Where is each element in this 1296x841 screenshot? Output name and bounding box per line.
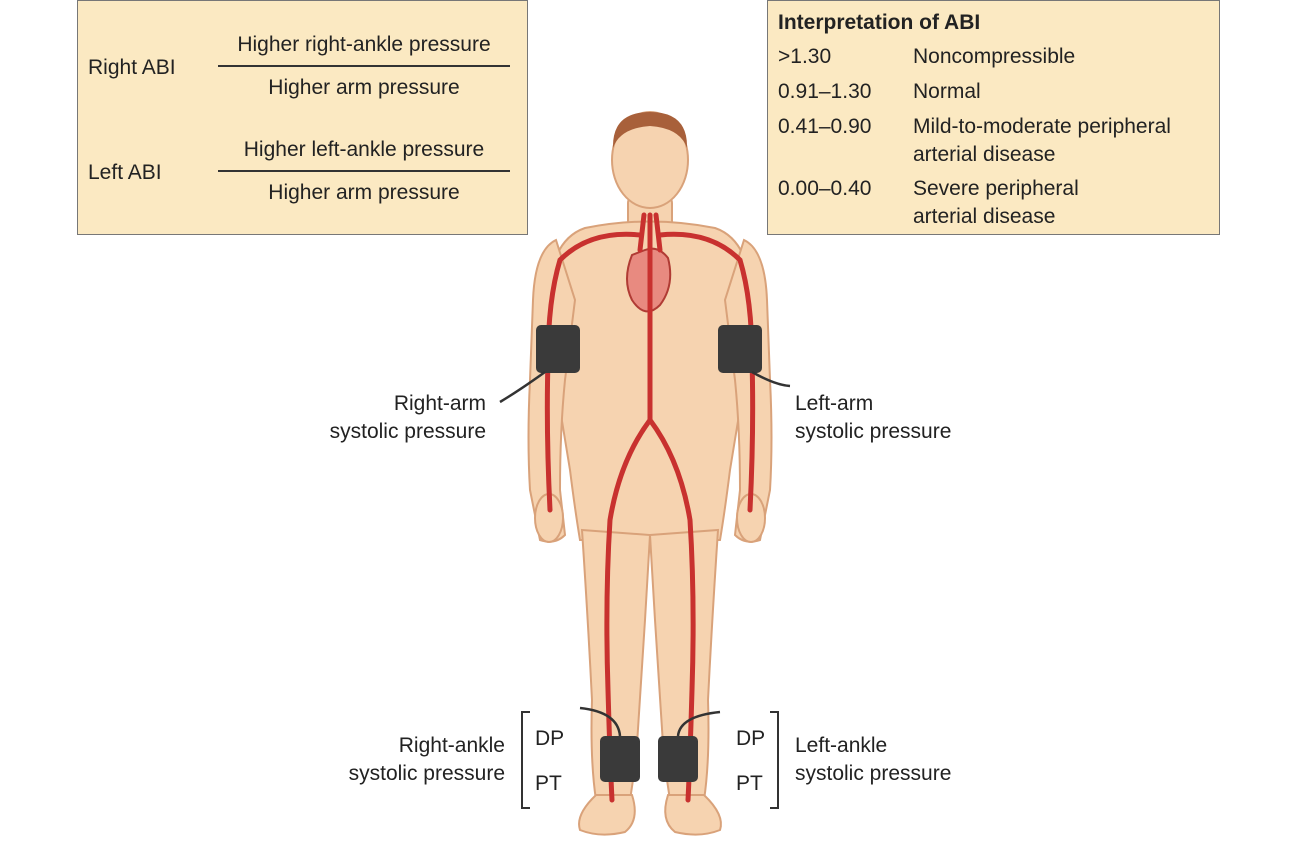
range-meaning-line1: Severe peripheral — [913, 177, 1079, 200]
left-dp-label: DP — [736, 727, 766, 750]
range-meaning-line2: arterial disease — [913, 143, 1056, 166]
range-meaning-line2: arterial disease — [913, 205, 1056, 228]
right-arm-label-line1: Right-arm — [393, 392, 486, 415]
range-value: 0.41–0.90 — [778, 115, 872, 138]
right-ankle-label-line2: systolic pressure — [348, 762, 505, 785]
range-value: 0.91–1.30 — [778, 80, 872, 103]
left-arm-label-line1: Left-arm — [795, 392, 874, 415]
range-meaning: Noncompressible — [913, 45, 1076, 68]
right-abi-label: Right ABI — [88, 56, 176, 79]
right-dp-label: DP — [535, 727, 565, 750]
range-meaning: Normal — [913, 80, 981, 103]
left-ankle-cuff — [658, 710, 721, 782]
right-pt-label: PT — [535, 772, 562, 795]
interpretation-title: Interpretation of ABI — [778, 11, 981, 34]
abi-formula-panel: Right ABI Higher right-ankle pressure Hi… — [77, 0, 528, 235]
left-ankle-label-line2: systolic pressure — [795, 762, 952, 785]
right-ankle-label-line1: Right-ankle — [398, 734, 505, 757]
left-ankle-label-line1: Left-ankle — [795, 734, 888, 757]
right-abi-numerator: Higher right-ankle pressure — [237, 33, 491, 56]
right-abi-fraction-line — [218, 65, 510, 67]
hair — [612, 112, 688, 148]
range-value: 0.00–0.40 — [778, 177, 872, 200]
left-pt-label: PT — [736, 772, 763, 795]
left-ankle-bracket — [770, 711, 779, 809]
right-ankle-cuff — [579, 706, 640, 782]
right-arm-cuff — [499, 325, 580, 404]
right-arm-label-line2: systolic pressure — [329, 420, 486, 443]
right-ankle-bracket — [521, 711, 530, 809]
left-abi-label: Left ABI — [88, 161, 162, 184]
left-abi-fraction-line — [218, 170, 510, 172]
range-meaning-line1: Mild-to-moderate peripheral — [913, 115, 1171, 138]
right-abi-denominator: Higher arm pressure — [268, 76, 460, 99]
left-arm-cuff — [718, 325, 791, 388]
abi-interpretation-panel: Interpretation of ABI >1.30 Noncompressi… — [767, 0, 1220, 235]
left-abi-numerator: Higher left-ankle pressure — [243, 138, 485, 161]
left-arm-label-line2: systolic pressure — [795, 420, 952, 443]
head — [611, 111, 689, 209]
left-abi-denominator: Higher arm pressure — [268, 181, 460, 204]
range-value: >1.30 — [778, 45, 832, 68]
